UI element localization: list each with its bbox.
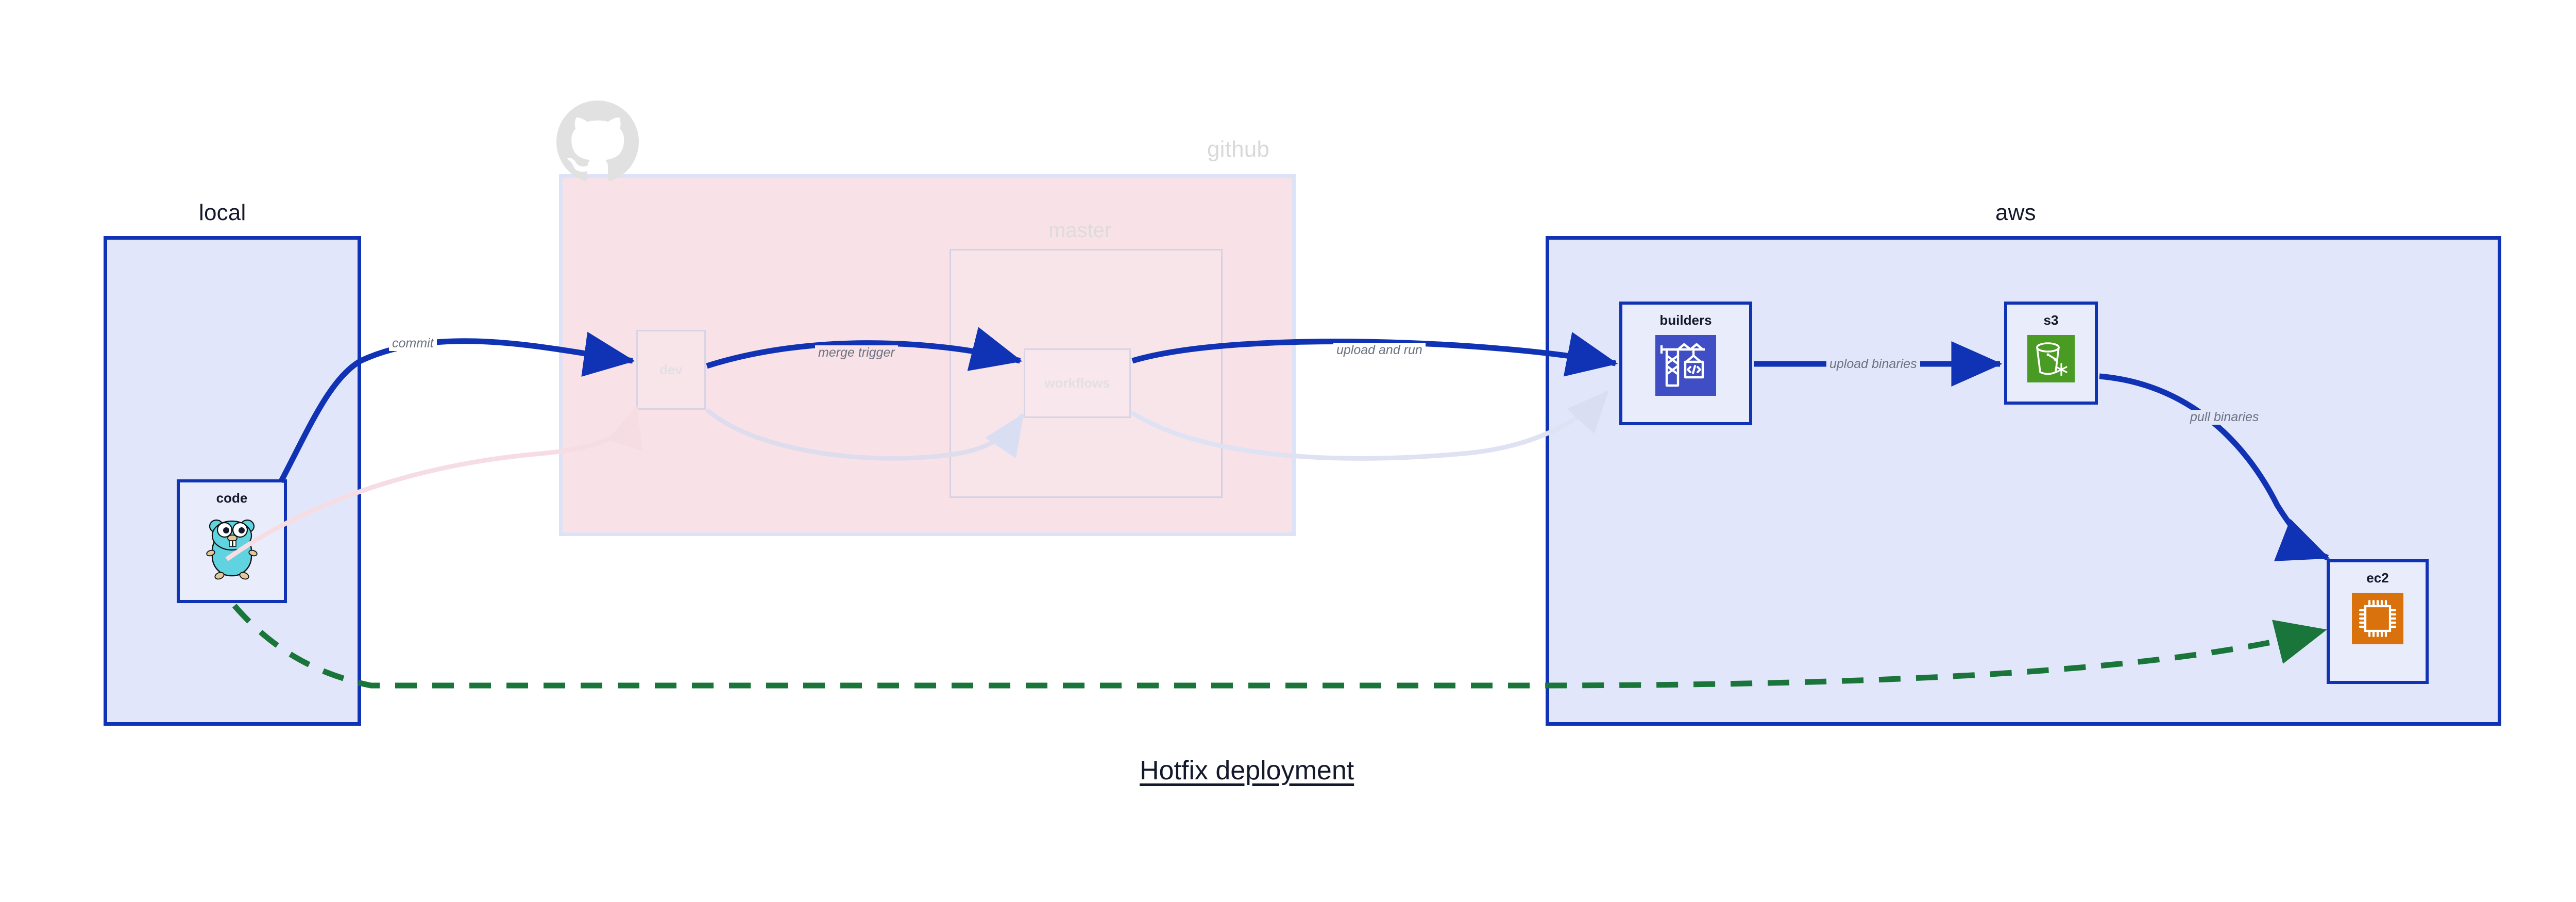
node-s3-label: s3 [2043, 312, 2059, 328]
edge-label-merge-trigger: merge trigger [815, 345, 898, 360]
aws-s3-bucket-icon [2027, 335, 2075, 385]
edge-label-pull-binaries: pull binaries [2187, 410, 2262, 425]
node-s3[interactable]: s3 [2004, 302, 2098, 405]
node-dev-label: dev [659, 362, 683, 378]
group-aws-label: aws [1995, 200, 2036, 225]
edge-label-upload-and-run: upload and run [1333, 343, 1426, 358]
node-workflows[interactable]: workflows [1024, 348, 1131, 418]
edge-label-commit: commit [389, 336, 437, 351]
node-workflows-label: workflows [1044, 375, 1110, 391]
aws-codebuild-crane-icon [1655, 335, 1716, 398]
golang-gopher-icon [202, 513, 262, 583]
group-local-label: local [199, 200, 246, 225]
node-code[interactable]: code [177, 479, 287, 603]
node-ec2-label: ec2 [2366, 570, 2389, 586]
node-ec2[interactable]: ec2 [2327, 559, 2429, 684]
edge-label-upload-binaries: upload binaries [1826, 357, 1920, 372]
aws-ec2-cpu-chip-icon [2352, 592, 2403, 647]
node-code-label: code [216, 490, 248, 506]
node-builders-label: builders [1659, 312, 1712, 328]
node-builders[interactable]: builders [1619, 302, 1752, 425]
github-octocat-icon [556, 101, 639, 183]
subgroup-master-label: master [1048, 219, 1112, 242]
diagram-title: Hotfix deployment [1140, 756, 1354, 786]
node-dev[interactable]: dev [636, 330, 706, 410]
group-github-label: github [1207, 137, 1270, 162]
